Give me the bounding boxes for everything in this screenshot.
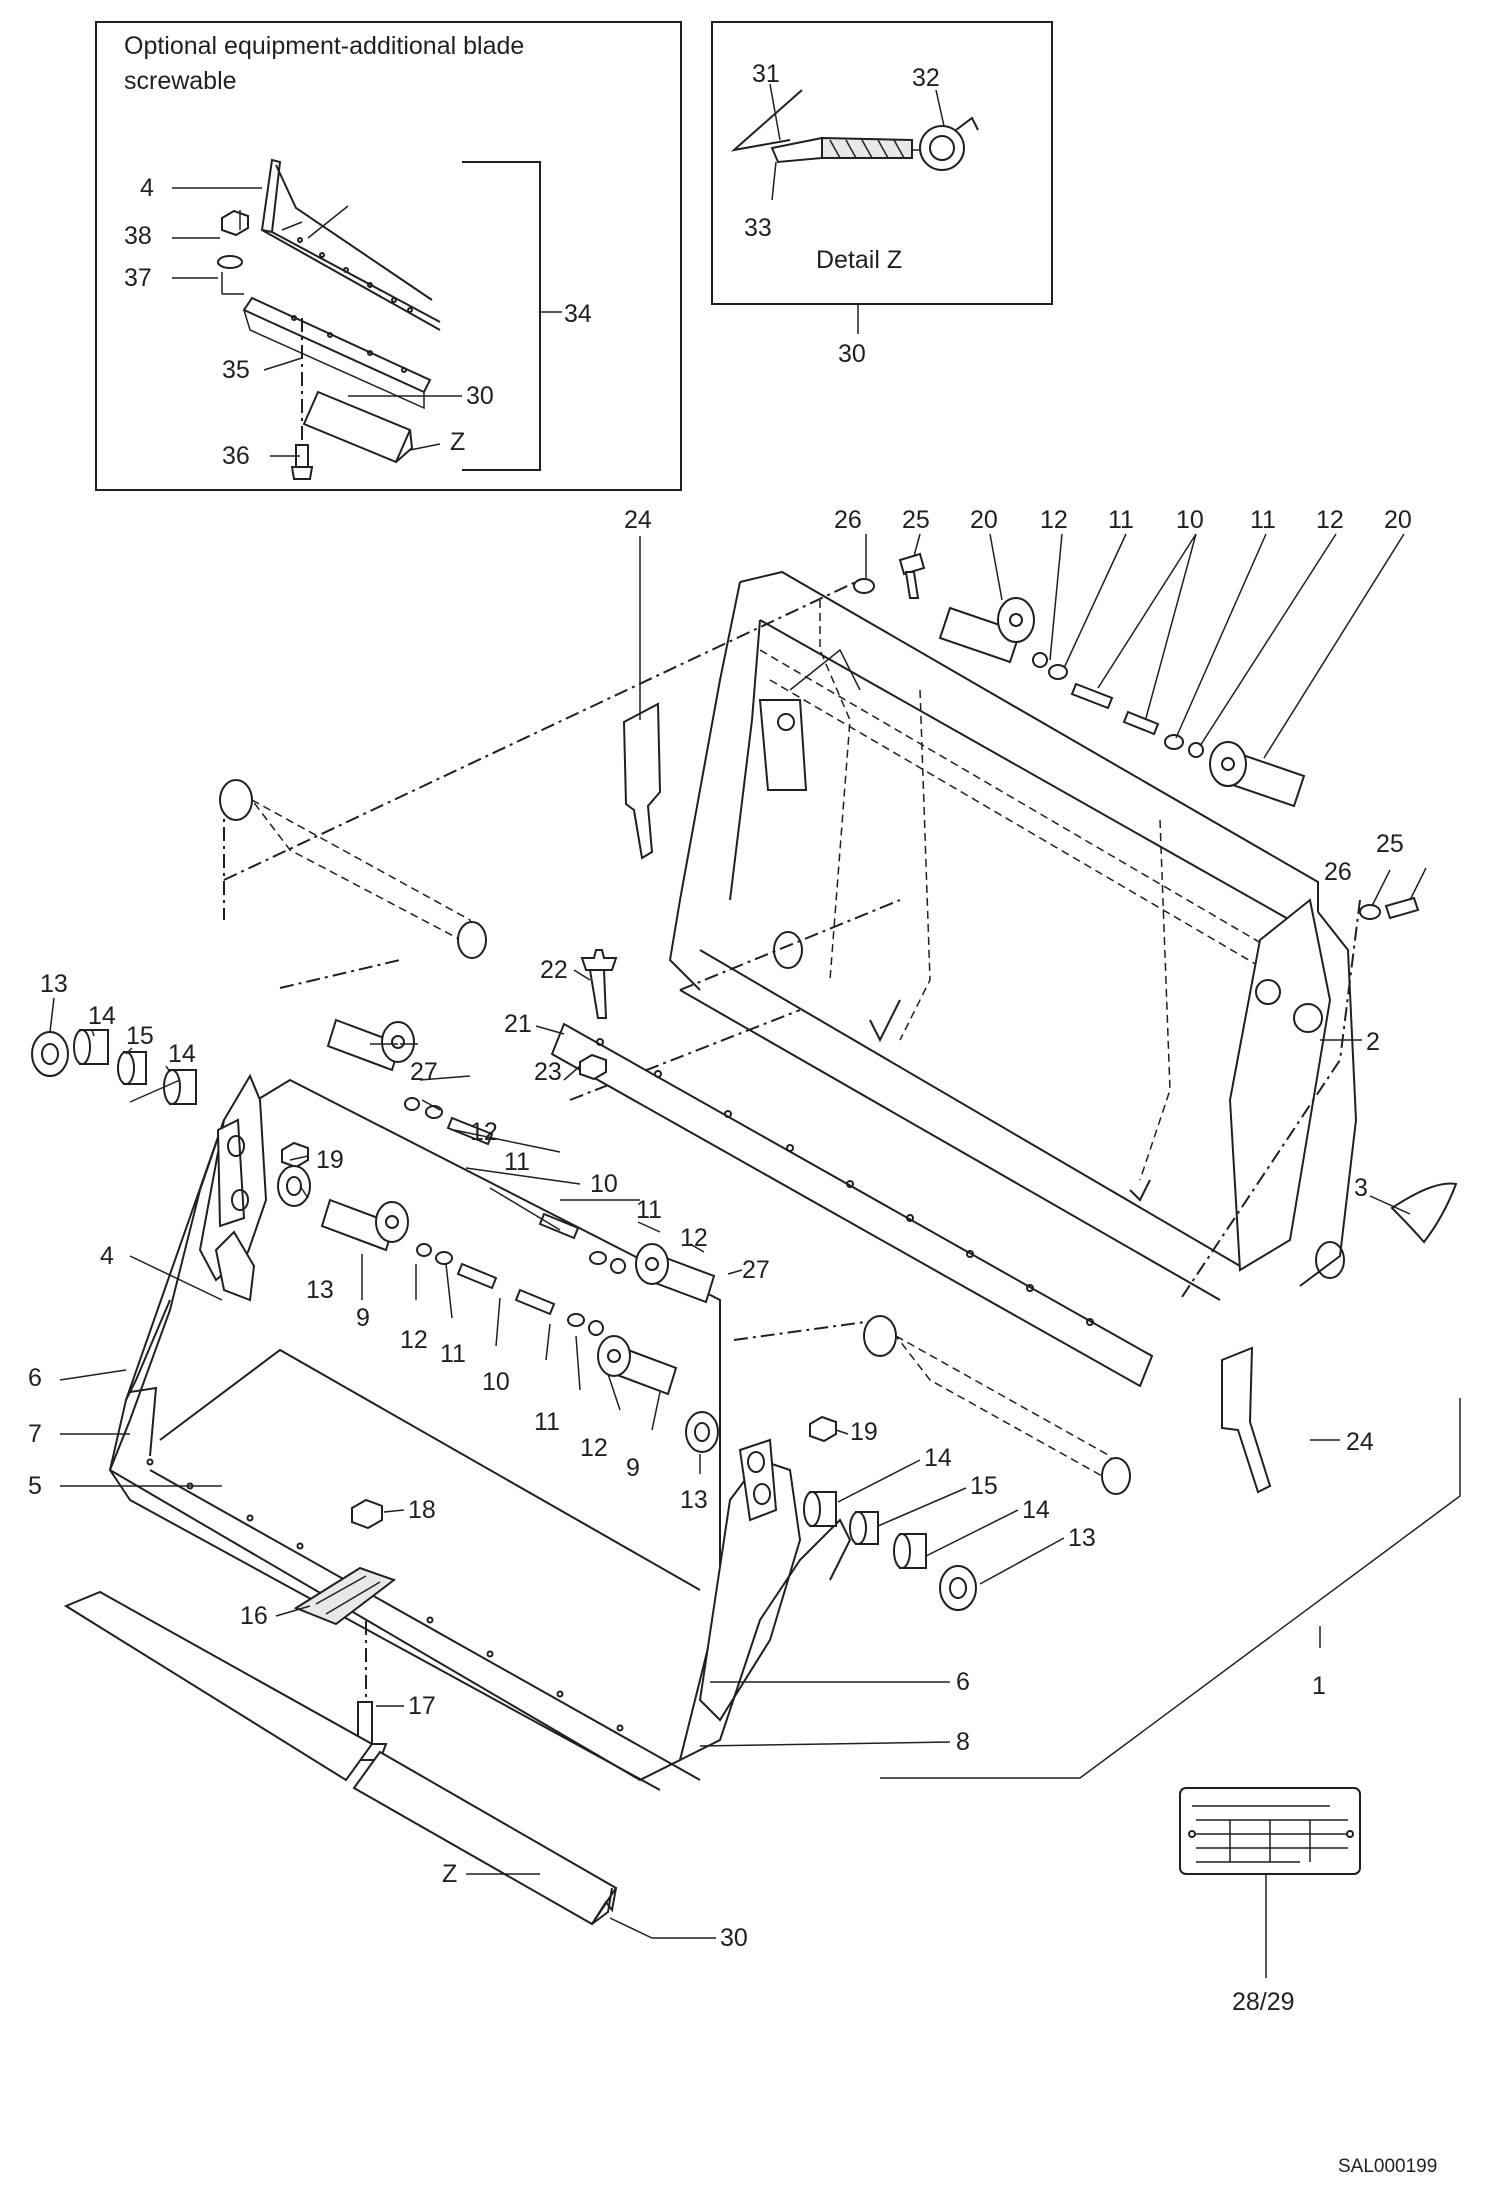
label-6-left: 6 (28, 1364, 42, 1392)
label-34: 34 (564, 300, 592, 328)
label-13-center-right: 13 (680, 1486, 708, 1514)
label-2: 2 (1366, 1028, 1380, 1056)
label-17: 17 (408, 1692, 436, 1720)
label-13-left: 13 (40, 970, 68, 998)
brackets-24 (622, 702, 1272, 1494)
label-7: 7 (28, 1420, 42, 1448)
label-12-center-b: 12 (680, 1224, 708, 1252)
label-13-center: 13 (306, 1276, 334, 1304)
label-14-right-b: 14 (1022, 1496, 1050, 1524)
bucket-body (108, 1073, 852, 1791)
label-11-center-b: 11 (636, 1196, 662, 1224)
label-3: 3 (1354, 1174, 1368, 1202)
label-19-right: 19 (850, 1418, 878, 1446)
label-z-inset: Z (450, 428, 465, 456)
label-26-top: 26 (834, 506, 862, 534)
inset-optional-equipment: Optional equipment-additional blade scre… (95, 21, 682, 491)
label-27-upper: 27 (410, 1058, 438, 1086)
label-12-top-right: 12 (1316, 506, 1344, 534)
label-22: 22 (540, 956, 568, 984)
label-32: 32 (912, 64, 940, 92)
label-15-left: 15 (126, 1022, 154, 1050)
label-10-center-b: 10 (482, 1368, 510, 1396)
right-hinge-parts (685, 1411, 977, 1611)
label-14-left-b: 14 (168, 1040, 196, 1068)
label-11-top-left: 11 (1108, 506, 1134, 534)
label-28-29: 28/29 (1232, 1988, 1295, 2016)
label-14-right-a: 14 (924, 1444, 952, 1472)
label-11-center-d: 11 (534, 1408, 560, 1436)
label-18: 18 (408, 1496, 436, 1524)
label-27-lower: 27 (742, 1256, 770, 1284)
label-4-inset: 4 (140, 174, 154, 202)
rear-frame (668, 570, 1458, 1301)
label-z-main: Z (442, 1860, 457, 1888)
label-9-left: 9 (356, 1304, 370, 1332)
label-9-right: 9 (626, 1454, 640, 1482)
inset-optional-title-line1: Optional equipment-additional blade (124, 32, 524, 60)
label-1: 1 (1312, 1672, 1326, 1700)
label-12-center-d: 12 (580, 1434, 608, 1462)
label-35: 35 (222, 356, 250, 384)
label-36: 36 (222, 442, 250, 470)
cutting-edge (550, 949, 1154, 1388)
label-11-center-c: 11 (440, 1340, 466, 1368)
label-38: 38 (124, 222, 152, 250)
label-21: 21 (504, 1010, 532, 1038)
label-13-right: 13 (1068, 1524, 1096, 1552)
label-10-center-a: 10 (590, 1170, 618, 1198)
label-19-left: 19 (316, 1146, 344, 1174)
label-11-top-right: 11 (1250, 506, 1276, 534)
label-24-top: 24 (624, 506, 652, 534)
label-12-center-a: 12 (470, 1118, 498, 1146)
cylinders (219, 779, 1131, 1495)
label-30-main: 30 (720, 1924, 748, 1952)
leader-lines (49, 83, 1461, 1978)
pins-20 (938, 597, 1306, 808)
nameplate (1179, 1787, 1361, 1875)
label-33: 33 (744, 214, 772, 242)
label-26-right: 26 (1324, 858, 1352, 886)
top-hardware (853, 552, 1420, 920)
label-14-left-a: 14 (88, 1002, 116, 1030)
label-6-right: 6 (956, 1668, 970, 1696)
label-5: 5 (28, 1472, 42, 1500)
inset-detail-z (711, 21, 1053, 305)
label-30-detail: 30 (838, 340, 866, 368)
bottom-blades (63, 1590, 618, 1926)
label-30-inset: 30 (466, 382, 494, 410)
detail-z-title: Detail Z (816, 246, 902, 274)
inset-optional-title-line2: screwable (124, 67, 237, 95)
label-20-left: 20 (970, 506, 998, 534)
label-10-top: 10 (1176, 506, 1204, 534)
label-4-main: 4 (100, 1242, 114, 1270)
label-31: 31 (752, 60, 780, 88)
label-8: 8 (956, 1728, 970, 1756)
left-hinge-parts (31, 1018, 716, 1396)
label-12-top-left: 12 (1040, 506, 1068, 534)
label-25-top: 25 (902, 506, 930, 534)
label-23: 23 (534, 1058, 562, 1086)
drawing-reference: SAL000199 (1338, 2156, 1437, 2177)
label-15-right: 15 (970, 1472, 998, 1500)
label-24-right: 24 (1346, 1428, 1374, 1456)
label-16: 16 (240, 1602, 268, 1630)
label-11-center-a: 11 (504, 1148, 530, 1176)
label-20-right: 20 (1384, 506, 1412, 534)
callout-labels: 4 38 37 34 35 30 Z 36 31 32 33 Detail Z … (28, 60, 1437, 2177)
label-37: 37 (124, 264, 152, 292)
label-12-center-c: 12 (400, 1326, 428, 1354)
label-25-right: 25 (1376, 830, 1404, 858)
